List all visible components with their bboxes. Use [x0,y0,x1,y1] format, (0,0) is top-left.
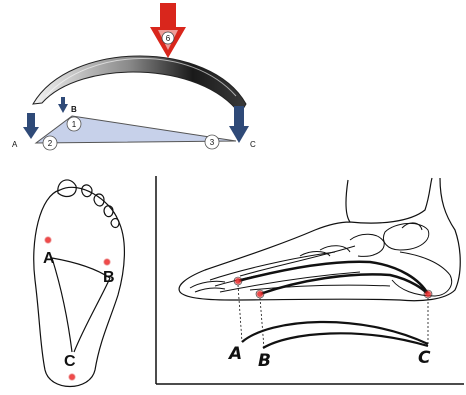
force-arrow: 6 [150,3,186,58]
sole-dot-3 [68,373,76,381]
sole-outline [34,187,125,386]
side-dot-b [256,290,264,298]
circle-number-2: 2 [48,139,53,148]
sole-dot-1 [44,236,52,244]
side-label-a: A [227,344,242,364]
sole-label-a: A [43,250,55,267]
support-arrow-right [229,106,249,143]
side-dot-a [234,277,242,285]
support-label-right: C [250,140,256,149]
force-number: 6 [166,34,171,43]
side-arch-line-2 [260,274,428,294]
side-label-b: B [258,351,271,371]
side-label-c: C [418,348,431,368]
circle-number-1: 1 [72,120,77,129]
sole-dot-2 [103,258,111,266]
circle-number-3: 3 [210,138,215,147]
sole-label-c: C [64,353,76,370]
foot-bones [190,223,452,296]
sole-label-b: B [103,269,115,286]
arch-point-label: B [71,105,77,114]
arch-model-diagram: 6 B A C 1 2 3 [12,3,256,150]
projected-arch-inner [263,333,428,348]
side-dot-c [424,290,432,298]
support-arrow-left [23,113,39,139]
arch-point-arrow [58,97,68,113]
support-label-left: A [12,140,18,149]
